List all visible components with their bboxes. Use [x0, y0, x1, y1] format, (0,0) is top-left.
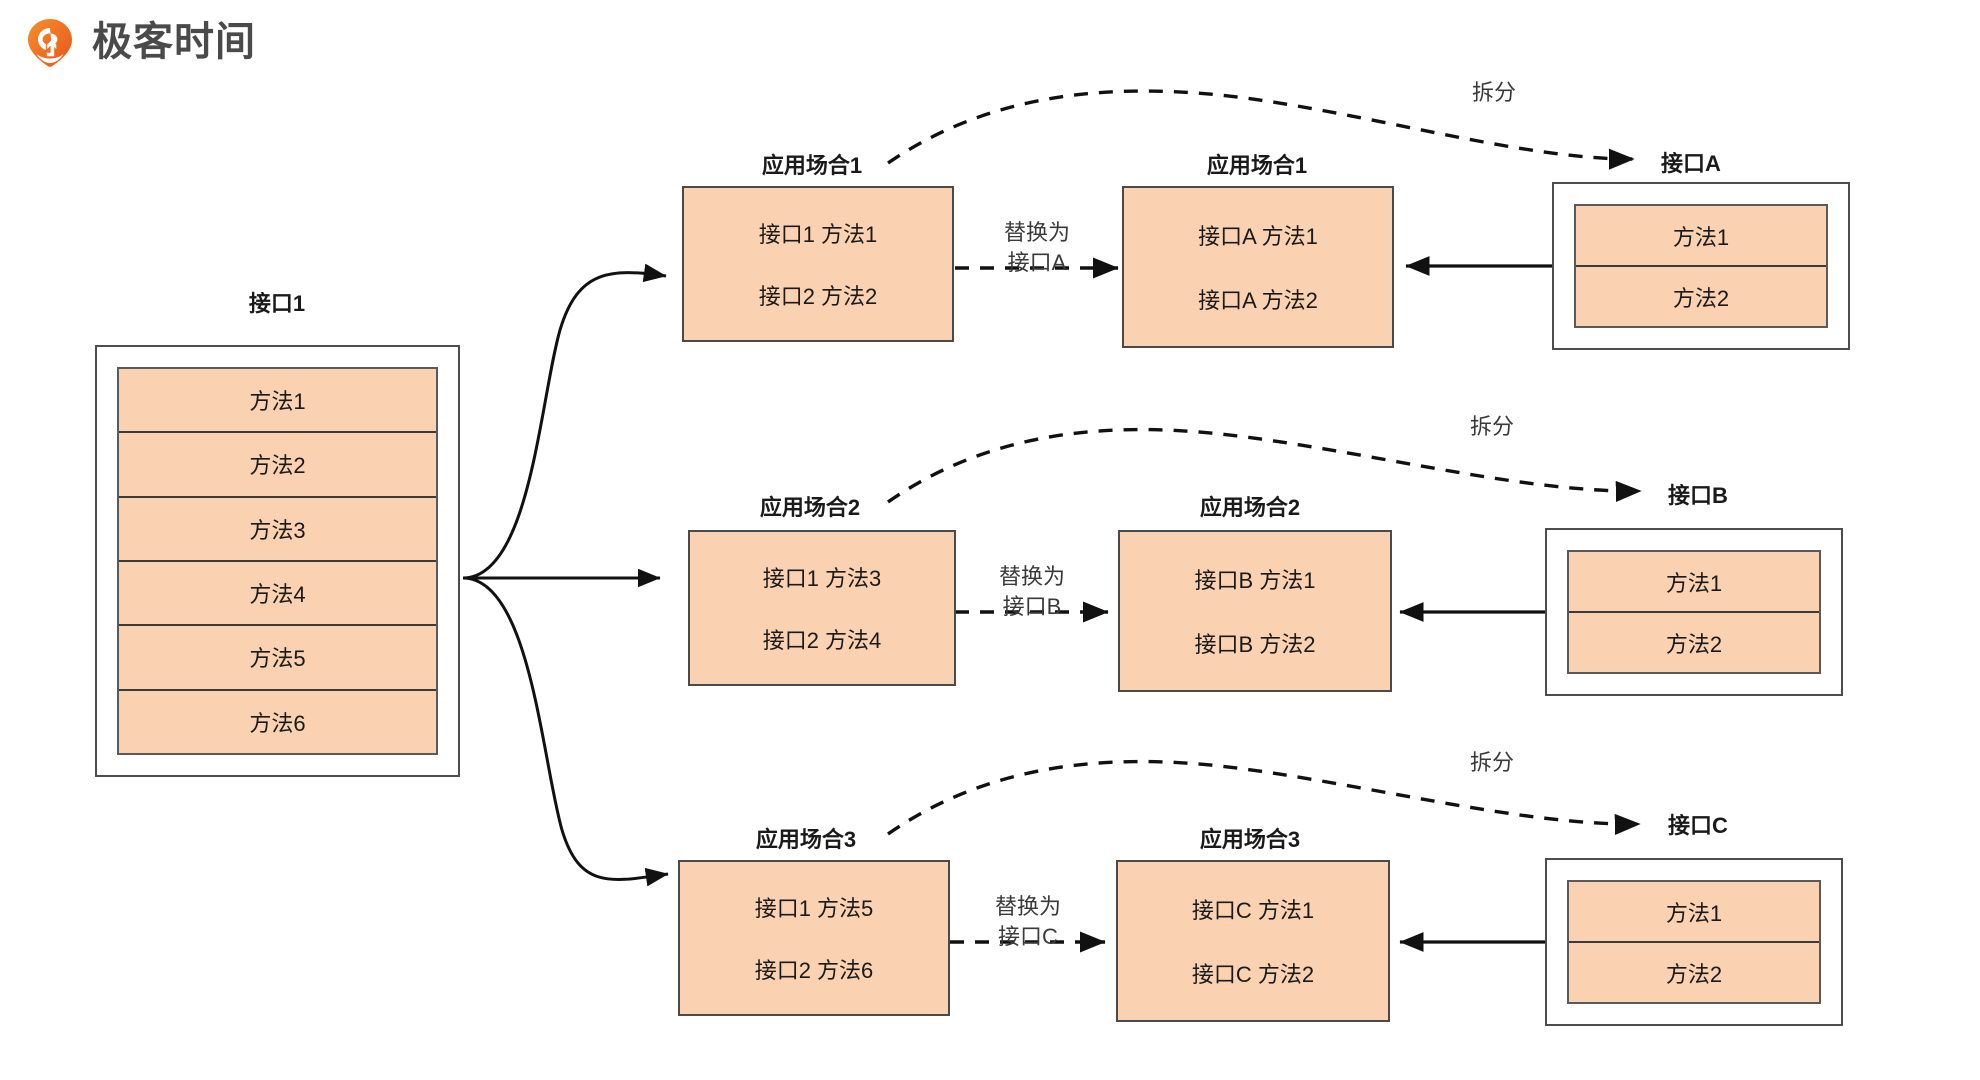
- scenario-before-line: 接口2 方法2: [758, 283, 878, 309]
- scenario-after-caption-3: 应用场合3: [1199, 827, 1301, 852]
- scenario-before-box-2[interactable]: 接口1 方法3 接口2 方法4: [688, 530, 956, 686]
- target-method-list-2: 方法1 方法2: [1567, 550, 1821, 674]
- source-method-row[interactable]: 方法6: [119, 690, 436, 753]
- fanout-arrow-1: [462, 263, 667, 580]
- target-method-row[interactable]: 方法1: [1576, 206, 1826, 267]
- replace-label-2: 替换为 接口B: [999, 562, 1065, 621]
- scenario-before-caption-2: 应用场合2: [759, 495, 861, 520]
- source-interface-caption: 接口1: [248, 291, 306, 316]
- source-method-row[interactable]: 方法5: [119, 626, 436, 691]
- scenario-before-line: 接口1 方法5: [754, 896, 874, 922]
- replace-label-1: 替换为 接口A: [1004, 218, 1070, 277]
- scenario-after-line: 接口B 方法1: [1194, 568, 1316, 594]
- source-method-row[interactable]: 方法1: [119, 369, 436, 434]
- replace-label-line: 替换为: [998, 564, 1066, 589]
- scenario-before-line: 接口2 方法4: [762, 627, 882, 653]
- replace-label-line: 接口C: [998, 923, 1058, 949]
- scenario-after-box-2[interactable]: 接口B 方法1 接口B 方法2: [1118, 530, 1392, 692]
- scenario-after-line: 接口C 方法1: [1191, 898, 1315, 924]
- target-interface-box-3[interactable]: 方法1 方法2: [1545, 858, 1843, 1026]
- replace-label-line: 替换为: [1003, 220, 1071, 245]
- source-method-row[interactable]: 方法2: [119, 433, 436, 498]
- split-label-1: 拆分: [1471, 80, 1517, 105]
- source-method-row[interactable]: 方法3: [119, 497, 436, 562]
- scenario-before-box-3[interactable]: 接口1 方法5 接口2 方法6: [678, 860, 950, 1016]
- scenario-after-line: 接口B 方法2: [1194, 631, 1316, 657]
- target-method-list-1: 方法1 方法2: [1574, 204, 1828, 328]
- scenario-before-caption-1: 应用场合1: [761, 153, 863, 178]
- scenario-before-box-1[interactable]: 接口1 方法1 接口2 方法2: [682, 186, 954, 342]
- target-method-row[interactable]: 方法1: [1569, 552, 1819, 613]
- scenario-after-line: 接口A 方法2: [1198, 287, 1318, 313]
- geektime-logo-icon: [22, 14, 78, 70]
- target-interface-caption-1: 接口A: [1661, 151, 1721, 176]
- target-interface-caption-2: 接口B: [1668, 483, 1728, 508]
- split-label-3: 拆分: [1469, 750, 1515, 775]
- scenario-before-line: 接口1 方法1: [758, 222, 878, 248]
- replace-label-line: 接口A: [1007, 249, 1067, 275]
- brand-logo: 极客时间: [22, 14, 256, 70]
- source-interface-box[interactable]: 方法1 方法2 方法3 方法4 方法5 方法6: [95, 345, 460, 777]
- scenario-before-line: 接口2 方法6: [754, 957, 874, 983]
- scenario-after-caption-2: 应用场合2: [1199, 495, 1301, 520]
- brand-wordmark: 极客时间: [92, 20, 256, 64]
- replace-label-line: 替换为: [994, 894, 1062, 919]
- scenario-before-caption-3: 应用场合3: [755, 827, 857, 852]
- split-label-2: 拆分: [1469, 414, 1515, 439]
- scenario-after-line: 接口C 方法2: [1191, 961, 1315, 987]
- scenario-after-box-1[interactable]: 接口A 方法1 接口A 方法2: [1122, 186, 1394, 348]
- target-method-row[interactable]: 方法2: [1569, 613, 1819, 672]
- replace-label-line: 接口B: [1002, 593, 1062, 619]
- source-method-list: 方法1 方法2 方法3 方法4 方法5 方法6: [117, 367, 438, 755]
- fanout-arrow-3: [462, 576, 669, 887]
- replace-label-3: 替换为 接口C: [995, 892, 1061, 951]
- target-interface-caption-3: 接口C: [1668, 813, 1728, 838]
- target-method-row[interactable]: 方法1: [1569, 882, 1819, 943]
- scenario-after-caption-1: 应用场合1: [1206, 153, 1308, 178]
- scenario-after-line: 接口A 方法1: [1198, 224, 1318, 250]
- scenario-after-box-3[interactable]: 接口C 方法1 接口C 方法2: [1116, 860, 1390, 1022]
- source-method-row[interactable]: 方法4: [119, 561, 436, 627]
- target-interface-box-1[interactable]: 方法1 方法2: [1552, 182, 1850, 350]
- target-interface-box-2[interactable]: 方法1 方法2: [1545, 528, 1843, 696]
- target-method-row[interactable]: 方法2: [1569, 943, 1819, 1002]
- scenario-before-line: 接口1 方法3: [762, 566, 882, 592]
- target-method-row[interactable]: 方法2: [1576, 267, 1826, 326]
- target-method-list-3: 方法1 方法2: [1567, 880, 1821, 1004]
